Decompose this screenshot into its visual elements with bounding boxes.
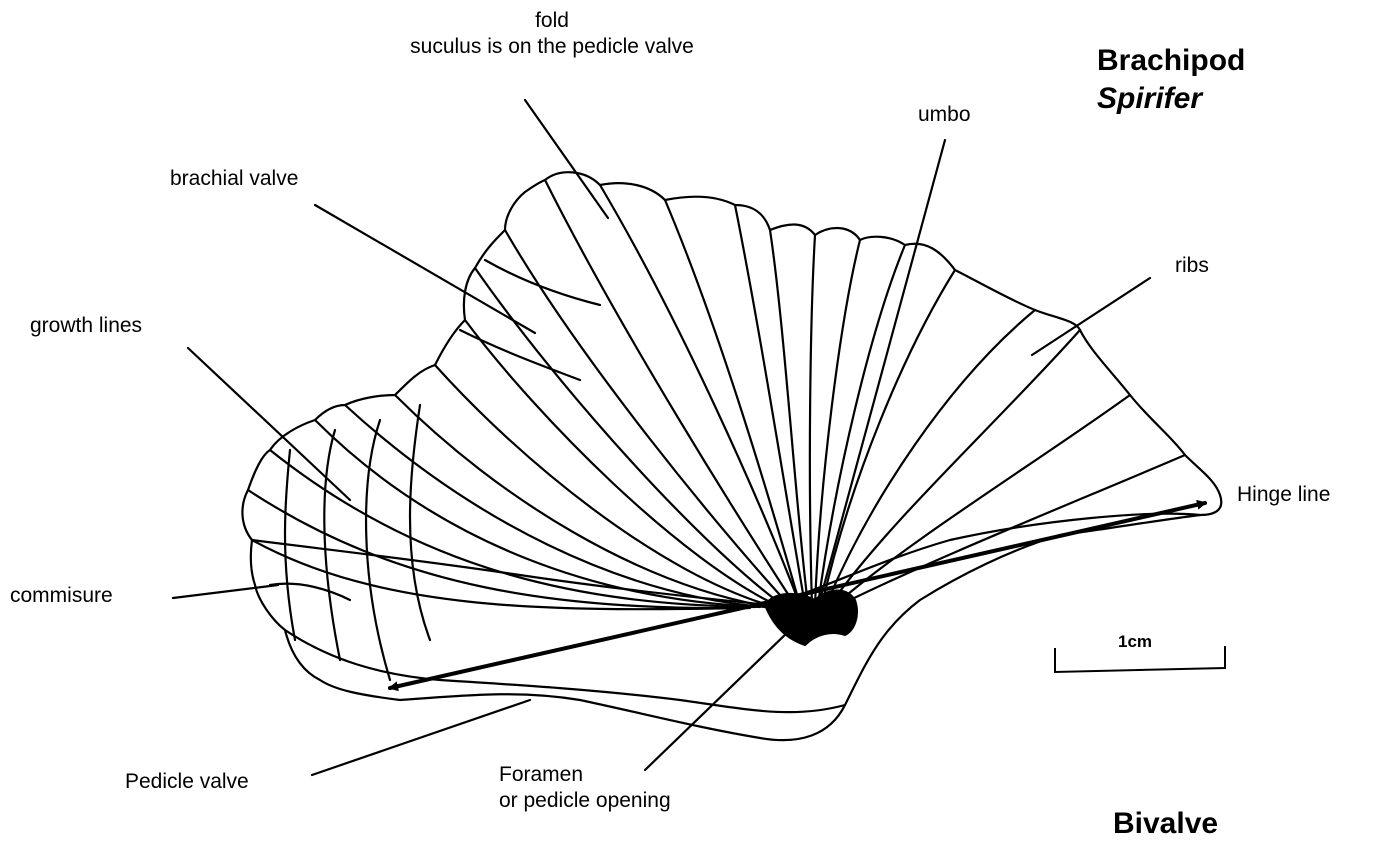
brachial-valve-label: brachial valve (170, 166, 298, 192)
foramen-label-line2: or pedicle opening (499, 788, 671, 814)
commisure-leader (173, 585, 278, 598)
ribs-label: ribs (1175, 253, 1209, 279)
fold-label: fold suculus is on the pedicle valve (372, 8, 732, 61)
pedicle-valve-label: Pedicle valve (125, 769, 249, 795)
shell-outline (242, 172, 1221, 740)
scale-bar-label: 1cm (1118, 632, 1152, 652)
foramen-label: Foramen or pedicle opening (499, 762, 671, 815)
commisure-label: commisure (10, 583, 113, 609)
umbo-leader (820, 140, 945, 600)
pedicle-valve-edge (285, 630, 845, 712)
next-section-title: Bivalve (1113, 805, 1218, 843)
growth-lines-label: growth lines (30, 313, 142, 339)
commissure-line (252, 514, 1200, 605)
foramen-shape (765, 591, 857, 645)
foramen-label-line1: Foramen (499, 762, 671, 788)
pedicle-valve-leader (312, 700, 530, 775)
foramen-leader (645, 630, 790, 770)
fold-leader (525, 100, 608, 218)
umbo-label: umbo (918, 102, 971, 128)
ribs-leader (1032, 278, 1150, 355)
hinge-line-label: Hinge line (1237, 482, 1330, 508)
fold-label-line2: suculus is on the pedicle valve (372, 34, 732, 60)
growth-lines-leader (188, 348, 350, 500)
fold-label-line1: fold (372, 8, 732, 34)
